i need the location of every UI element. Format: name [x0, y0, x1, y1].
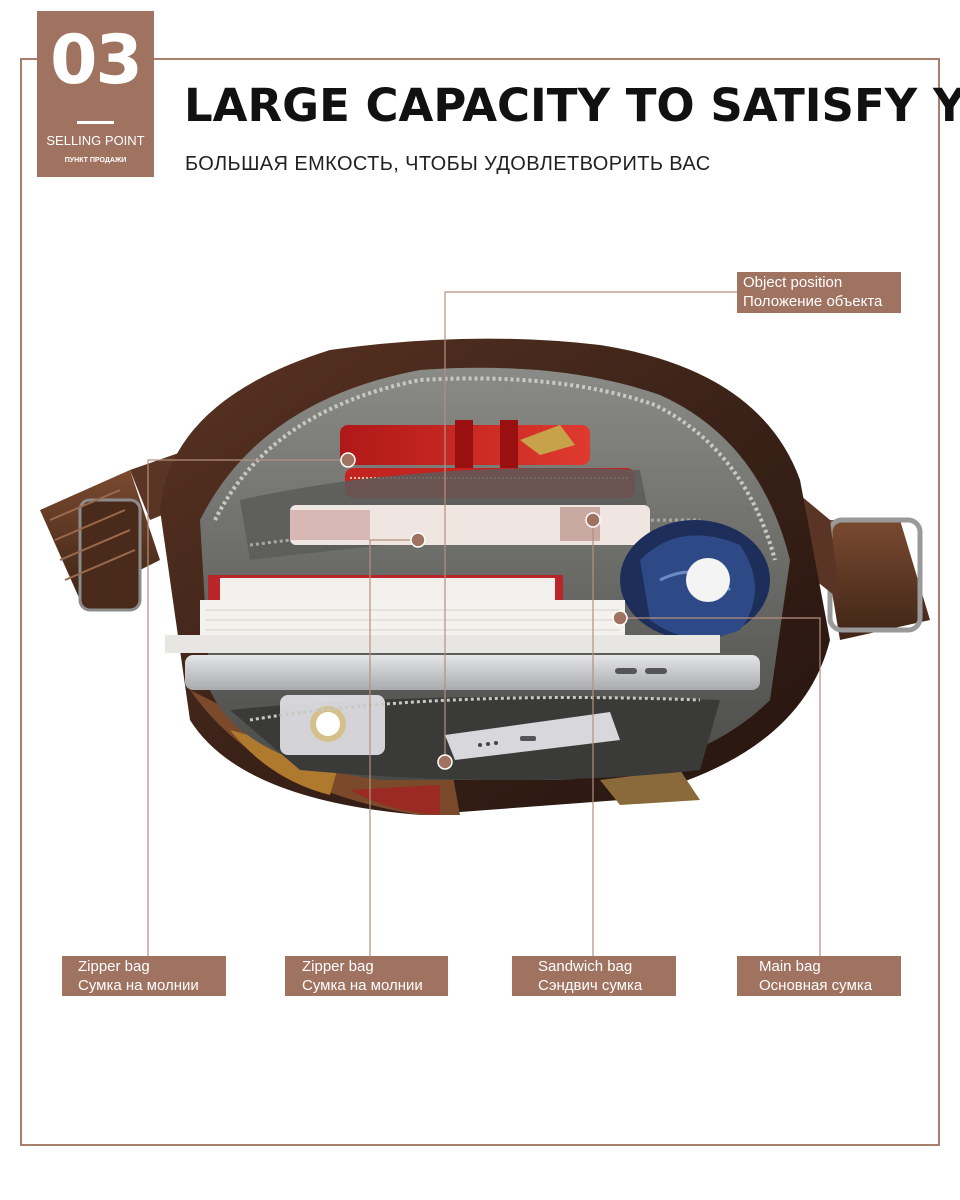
badge-label: SELLING POINT — [46, 133, 145, 148]
callout-object-position: Object position Положение объекта — [737, 272, 901, 313]
scarf — [620, 520, 770, 640]
badge-sublabel: ПУНКТ ПРОДАЖИ — [64, 157, 127, 164]
callout-zipper-bag-center-en: Zipper bag — [302, 958, 374, 975]
callout-sandwich-bag-en: Sandwich bag — [538, 958, 633, 975]
page-subtitle: БОЛЬШАЯ ЕМКОСТЬ, ЧТОБЫ УДОВЛЕТВОРИТЬ ВАС — [185, 153, 711, 175]
badge-divider — [77, 121, 114, 124]
callout-object-position-en: Object position — [743, 274, 843, 291]
callout-sandwich-bag-ru: Сэндвич сумка — [538, 977, 643, 994]
selling-point-badge: 03 SELLING POINT ПУНКТ ПРОДАЖИ — [37, 11, 154, 177]
callout-main-bag-ru: Основная сумка — [759, 977, 873, 994]
callout-main-bag: Main bag Основная сумка — [737, 956, 901, 996]
callout-zipper-bag-left-ru: Сумка на молнии — [78, 977, 199, 994]
callout-sandwich-bag: Sandwich bag Сэндвич сумка — [512, 956, 676, 996]
callout-zipper-bag-left: Zipper bag Сумка на молнии — [62, 956, 226, 996]
callout-object-position-ru: Положение объекта — [743, 293, 883, 310]
callout-zipper-bag-left-en: Zipper bag — [78, 958, 150, 975]
content-frame — [20, 58, 940, 1146]
cosmetic-box — [290, 505, 650, 545]
callout-zipper-bag-center: Zipper bag Сумка на молнии — [285, 956, 448, 996]
page-title: LARGE CAPACITY TO SATISFY YOU — [184, 79, 960, 132]
callout-main-bag-en: Main bag — [759, 958, 821, 975]
badge-number: 03 — [50, 21, 143, 100]
laptop — [185, 655, 760, 690]
callout-zipper-bag-center-ru: Сумка на молнии — [302, 977, 423, 994]
